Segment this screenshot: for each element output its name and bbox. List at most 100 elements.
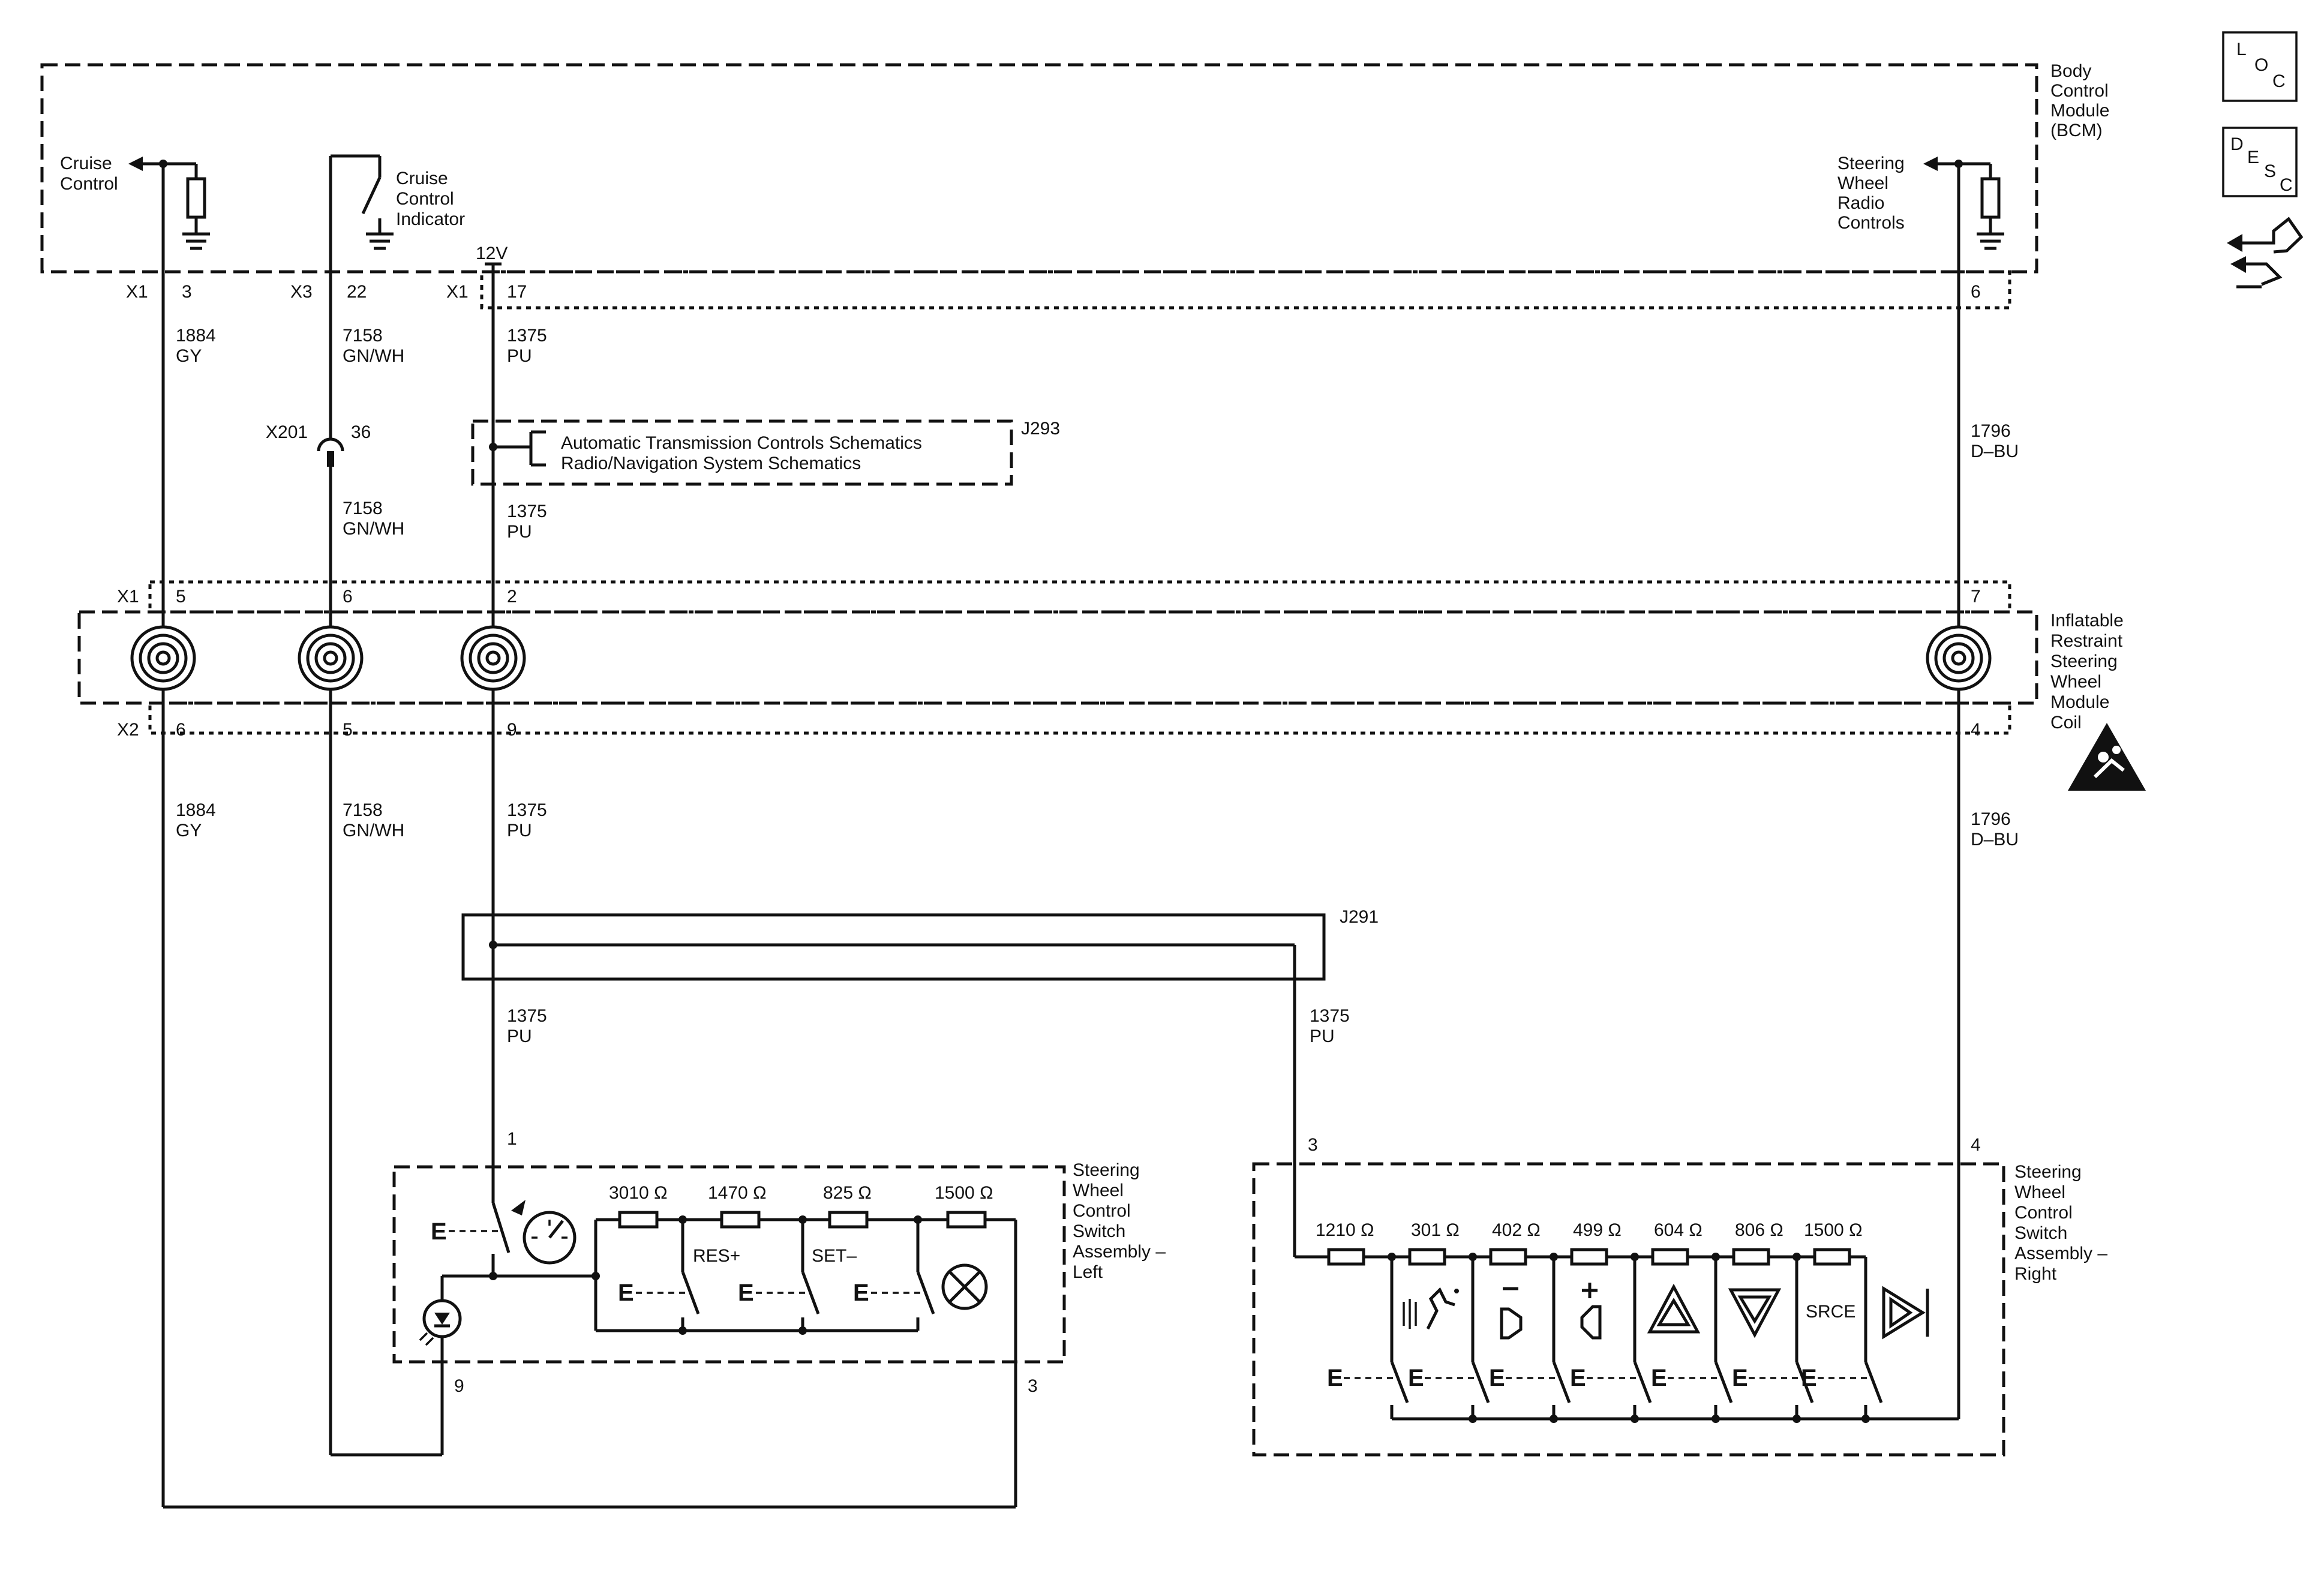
volume-down-icon	[1500, 1287, 1523, 1340]
splice-label: J291	[1340, 907, 1379, 927]
wire-label: 1375	[507, 800, 547, 820]
button-label: SET–	[812, 1246, 857, 1266]
splice-j293: Automatic Transmission Controls Schemati…	[471, 419, 1060, 486]
wire-label: 7158	[343, 499, 383, 518]
bcm-label-line: Body	[2050, 61, 2091, 81]
switch-left-label-line: Wheel	[1073, 1181, 1124, 1200]
coil-label-line: Module	[2050, 692, 2109, 712]
set-minus-switch: E SET–	[812, 1220, 935, 1331]
cruise-indicator-label: Control	[396, 189, 454, 209]
pin-label: 17	[507, 282, 527, 302]
wire-label: 1884	[176, 800, 216, 820]
bcm-label-line: Control	[2050, 81, 2109, 101]
wire-label: 1375	[507, 1006, 547, 1026]
cruise-indicator-output: Cruise Control Indicator	[331, 154, 465, 250]
clockspring-coil: X1 X2 5 6 2 7 6 5 9 4 Inflatable Restrai…	[77, 580, 2146, 791]
wire-label: GY	[176, 346, 202, 366]
pin-label: 7	[1971, 587, 1981, 607]
seek-up-icon	[1647, 1283, 1701, 1334]
cruise-control-label: Cruise	[60, 154, 112, 173]
clockspring-coil-2	[298, 625, 364, 691]
switch-right-label-line: Wheel	[2014, 1182, 2065, 1202]
resistor-value: 1470 Ω	[708, 1183, 767, 1203]
bcm-module: Body Control Module (BCM) Cruise Control	[40, 61, 2109, 310]
wire-label: GN/WH	[343, 519, 404, 539]
cruise-led-indicator	[419, 1276, 462, 1367]
splice-label: J293	[1021, 419, 1060, 439]
svg-text:E: E	[1651, 1365, 1667, 1391]
voice-icon	[1403, 1287, 1459, 1330]
cruise-indicator-label: Indicator	[396, 209, 465, 229]
pin-label: 4	[1971, 1135, 1981, 1155]
arrow-left-icon	[128, 157, 143, 171]
resistor-value: 806 Ω	[1735, 1220, 1783, 1240]
svg-text:X201: X201	[266, 422, 308, 442]
switch-left-label-line: Assembly –	[1073, 1242, 1166, 1262]
connector-label: X2	[117, 720, 139, 740]
loc-icon[interactable]: L O C	[2222, 31, 2298, 102]
cruise-control-label: Control	[60, 174, 118, 194]
seek-down-icon	[1728, 1288, 1782, 1338]
switch-assembly-right: Steering Wheel Control Switch Assembly –…	[1252, 1135, 2107, 1457]
connector-label: X1	[117, 587, 139, 607]
switch-right-label-line: Assembly –	[2014, 1244, 2107, 1263]
connector-view-icon[interactable]	[2227, 217, 2304, 289]
svg-text:E: E	[618, 1280, 634, 1306]
splice-j291: J291	[461, 907, 1379, 981]
wire-label: PU	[507, 522, 532, 542]
pin-label: 4	[1971, 720, 1981, 740]
desc-icon[interactable]: D E S C	[2222, 127, 2298, 197]
wire-label: 1884	[176, 326, 216, 346]
switch-left-label-line: Steering	[1073, 1160, 1140, 1180]
pin-label: 2	[507, 587, 517, 607]
svg-text:E: E	[738, 1280, 754, 1306]
svg-text:E: E	[853, 1280, 869, 1306]
resistor-value: 825 Ω	[823, 1183, 872, 1203]
res-plus-switch: E RES+	[693, 1220, 820, 1331]
clockspring-coil-4	[1926, 625, 1992, 691]
voltage-label: 12V	[476, 244, 508, 263]
inline-connector-x201: X201 36	[266, 422, 371, 467]
pin-label: 6	[176, 720, 186, 740]
schematic-ref-link[interactable]: Radio/Navigation System Schematics	[561, 454, 861, 473]
pin-label: 1	[507, 1129, 517, 1149]
schematic-ref-link[interactable]: Automatic Transmission Controls Schemati…	[561, 433, 922, 453]
switch-left-label-line: Switch	[1073, 1221, 1125, 1241]
arrow-left-icon	[1923, 157, 1938, 171]
svg-text:E: E	[2247, 148, 2259, 167]
ground-icon	[182, 232, 210, 250]
svg-text:S: S	[2264, 161, 2276, 181]
wire-label: PU	[1310, 1026, 1335, 1046]
wire-label: GY	[176, 821, 202, 840]
switch-assembly-left: Steering Wheel Control Switch Assembly –…	[392, 1129, 1166, 1396]
coil-label-line: Wheel	[2050, 672, 2101, 692]
wire-label: PU	[507, 821, 532, 840]
swrc-label: Controls	[1837, 213, 1905, 233]
wire-label: PU	[507, 346, 532, 366]
wire-label: D–BU	[1971, 830, 2019, 849]
resistor-value: 1500 Ω	[1804, 1220, 1863, 1240]
pin-label: 9	[507, 720, 517, 740]
ground-icon	[366, 232, 394, 250]
switch-right-label-line: Control	[2014, 1203, 2073, 1223]
svg-text:36: 36	[351, 422, 371, 442]
coil-label-line: Steering	[2050, 652, 2118, 671]
coil-label-line: Coil	[2050, 713, 2082, 733]
pin-label: 5	[176, 587, 186, 607]
speedometer-icon	[523, 1211, 577, 1265]
next-icon	[1882, 1286, 1929, 1340]
svg-text:C: C	[2280, 175, 2293, 195]
pin-label: 6	[1971, 282, 1981, 302]
switch-right-label-line: Switch	[2014, 1223, 2067, 1243]
svg-text:E: E	[1489, 1365, 1505, 1391]
wire-1884	[161, 164, 1017, 1509]
wire-1375	[489, 264, 1296, 1257]
switch-left-label-line: Control	[1073, 1201, 1131, 1221]
resistor-value: 1500 Ω	[935, 1183, 993, 1203]
pin-label: 3	[1028, 1376, 1038, 1396]
airbag-warning-icon	[2068, 723, 2146, 791]
connector-label: X3	[290, 282, 313, 302]
pin-label: 5	[343, 720, 353, 740]
coil-label-line: Restraint	[2050, 631, 2123, 651]
